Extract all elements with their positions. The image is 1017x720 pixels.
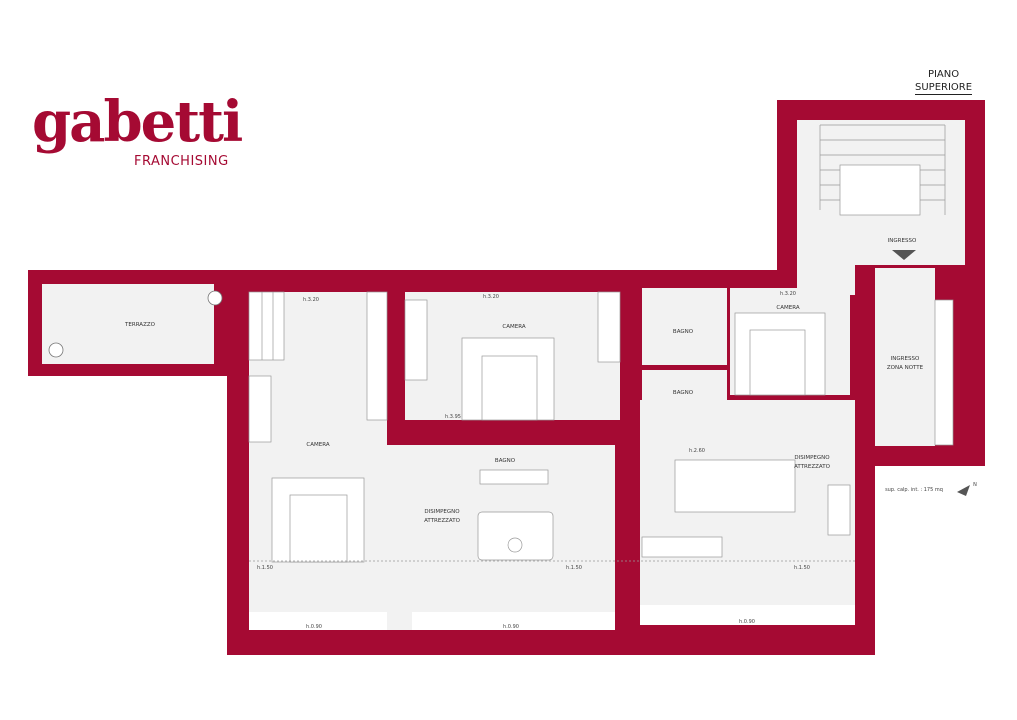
ingresso-zona-notte-floor bbox=[875, 268, 935, 446]
bagno-top-floor bbox=[642, 288, 727, 365]
height-label: h.0.90 bbox=[306, 624, 322, 630]
floor-title-line2: SUPERIORE bbox=[915, 82, 973, 93]
height-label: h.3.20 bbox=[483, 294, 499, 300]
room-label-ingresso-zona-notte-2: ZONA NOTTE bbox=[887, 365, 924, 371]
logo-word: gabetti bbox=[32, 89, 243, 155]
room-label-ingresso: INGRESSO bbox=[888, 238, 917, 244]
room-label-terrazzo: TERRAZZO bbox=[124, 322, 156, 328]
height-label: h.2.60 bbox=[689, 448, 705, 454]
disimpegno-right-floor bbox=[640, 400, 855, 625]
height-label: h.1.50 bbox=[794, 565, 810, 571]
gabetti-logo: gabetti FRANCHISING bbox=[32, 94, 243, 180]
height-label: h.3.95 bbox=[445, 414, 461, 420]
surface-area-label: sup. calp. int. : 175 mq bbox=[885, 487, 943, 493]
plant-icon bbox=[48, 342, 64, 358]
room-label-disimpegno-mid: DISIMPEGNO bbox=[424, 509, 460, 515]
floor-title-line1: PIANO bbox=[927, 69, 960, 80]
room-label-bagno-mid: BAGNO bbox=[673, 390, 694, 396]
north-label: N bbox=[973, 482, 977, 488]
room-label-ingresso-zona-notte: INGRESSO bbox=[891, 356, 920, 362]
labels: TERRAZZO CAMERA CAMERA CAMERA BAGNO BAGN… bbox=[124, 238, 977, 630]
stairs bbox=[248, 124, 946, 361]
room-label-disimpegno-right-2: ATTREZZATO bbox=[794, 464, 830, 470]
room-label-camera-center: CAMERA bbox=[502, 324, 525, 330]
room-label-camera-right: CAMERA bbox=[776, 305, 799, 311]
room-label-disimpegno-right: DISIMPEGNO bbox=[794, 455, 830, 461]
room-label-bagno-small: BAGNO bbox=[495, 458, 516, 464]
room-label-camera-left: CAMERA bbox=[306, 442, 329, 448]
floors bbox=[42, 120, 965, 630]
north-arrow-icon bbox=[957, 485, 970, 496]
height-label: h.3.20 bbox=[303, 297, 319, 303]
height-label: h.0.90 bbox=[503, 624, 519, 630]
furniture bbox=[48, 250, 970, 563]
terrazzo-floor bbox=[42, 284, 214, 364]
room-label-disimpegno-mid-2: ATTREZZATO bbox=[424, 518, 460, 524]
logo-subtitle: FRANCHISING bbox=[134, 154, 229, 169]
entrance-arrow-icon bbox=[892, 250, 916, 260]
height-label: h.0.90 bbox=[739, 619, 755, 625]
floor-title: PIANO SUPERIORE bbox=[915, 68, 973, 95]
plant-icon bbox=[207, 290, 223, 306]
height-label: h.1.50 bbox=[257, 565, 273, 571]
height-label: h.1.50 bbox=[566, 565, 582, 571]
height-label: h.3.20 bbox=[780, 291, 796, 297]
room-label-bagno-top: BAGNO bbox=[673, 329, 694, 335]
